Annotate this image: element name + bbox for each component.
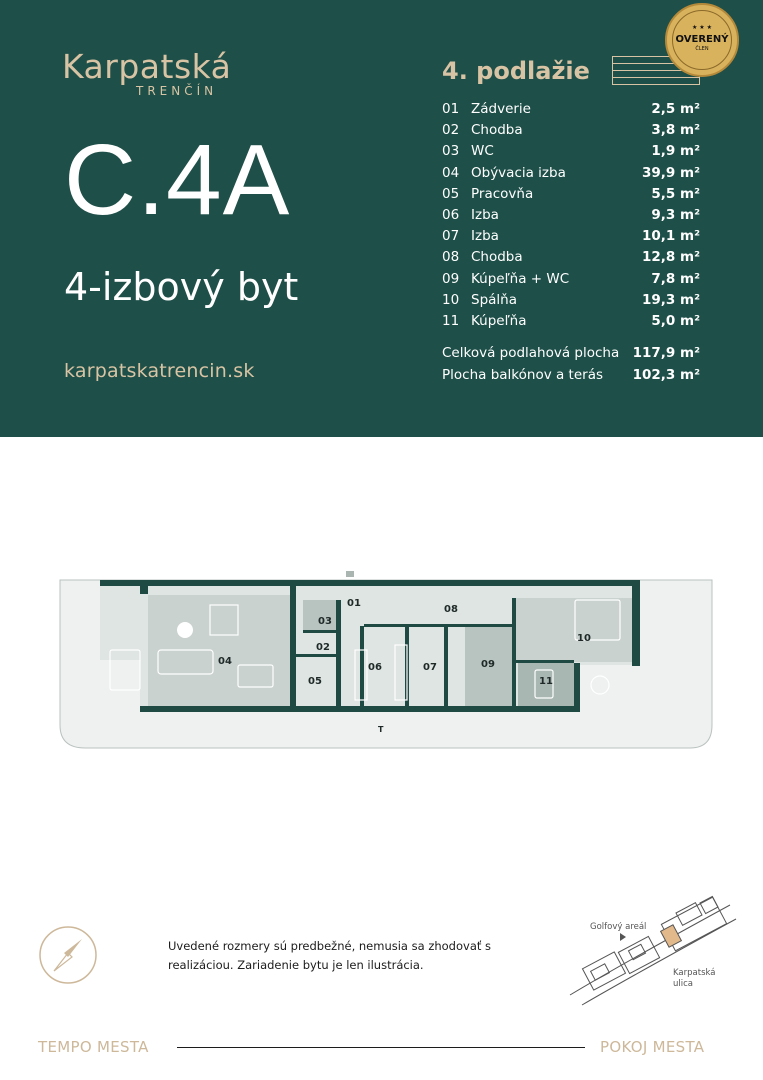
total-label: Plocha balkónov a terás	[442, 367, 603, 383]
room-row: 02 Chodba 3,8 m²	[442, 120, 700, 141]
plan-label-10: 10	[577, 633, 591, 644]
room-area: 5,5 m²	[651, 185, 700, 202]
badge-stars-icon: ★ ★ ★	[692, 24, 712, 31]
room-area: 19,3 m²	[642, 291, 700, 308]
brand-city: TRENČÍN	[136, 84, 218, 98]
room-name: Kúpeľňa + WC	[471, 270, 570, 287]
room-row: 01 Zádverie 2,5 m²	[442, 99, 700, 120]
room-row: 03 WC 1,9 m²	[442, 141, 700, 162]
room-number: 05	[442, 185, 460, 202]
plan-label-terrace: T	[378, 725, 384, 734]
brand-logo: Karpatská	[62, 47, 232, 86]
compass-icon	[39, 926, 97, 984]
badge-subtitle: ČLEN	[695, 46, 709, 52]
total-row: Celková podlahová plocha 117,9 m²	[442, 342, 700, 364]
header-panel: Karpatská TRENČÍN C.4A 4-izbový byt karp…	[0, 0, 763, 437]
plan-label-09: 09	[481, 659, 495, 670]
verified-member-badge: ★ ★ ★ OVERENÝ ČLEN	[665, 3, 739, 77]
room-area: 5,0 m²	[651, 312, 700, 329]
room-row: 10 Spálňa 19,3 m²	[442, 290, 700, 311]
site-map: Golfový areál Karpatská ulica	[560, 885, 740, 1015]
room-name: Chodba	[471, 249, 523, 266]
website-link[interactable]: karpatskatrencin.sk	[64, 360, 255, 382]
tagline-left: TEMPO MESTA	[38, 1038, 149, 1056]
living-room-floor	[148, 595, 290, 707]
room-row: 11 Kúpeľňa 5,0 m²	[442, 311, 700, 332]
room-area: 12,8 m²	[642, 249, 700, 266]
room-number: 07	[442, 228, 460, 245]
room-number: 08	[442, 249, 460, 266]
room-area: 7,8 m²	[651, 270, 700, 287]
room-row: 06 Izba 9,3 m²	[442, 205, 700, 226]
unit-code: C.4A	[64, 124, 291, 236]
plan-label-07: 07	[423, 662, 437, 673]
floor-title: 4. podlažie	[442, 57, 590, 85]
site-label-golf: Golfový areál	[590, 922, 647, 932]
room-name: Izba	[471, 228, 499, 245]
room-number: 03	[442, 143, 460, 160]
room-name: Kúpeľňa	[471, 312, 527, 329]
room-name: WC	[471, 143, 494, 160]
room-area: 2,5 m²	[651, 101, 700, 117]
floor-plan: 01 02 03 04 05 06 07 08 09 10 11 T	[59, 571, 713, 749]
plan-label-04: 04	[218, 656, 232, 667]
room-area: 39,9 m²	[642, 164, 700, 181]
room09-floor	[465, 626, 512, 706]
unit-type: 4-izbový byt	[64, 265, 299, 309]
total-area: 117,9 m²	[632, 345, 700, 361]
room-area: 10,1 m²	[642, 228, 700, 245]
total-label: Celková podlahová plocha	[442, 345, 620, 361]
room-number: 01	[442, 101, 460, 117]
room-name: Chodba	[471, 122, 523, 139]
room-area: 1,9 m²	[651, 143, 700, 160]
wc-floor	[303, 600, 336, 630]
plan-label-06: 06	[368, 662, 382, 673]
room-row: 05 Pracovňa 5,5 m²	[442, 184, 700, 205]
room-name: Spálňa	[471, 291, 517, 308]
footer-divider	[177, 1047, 585, 1048]
room-area: 9,3 m²	[651, 206, 700, 223]
room-name: Zádverie	[471, 101, 531, 117]
room-number: 02	[442, 122, 460, 139]
golf-arrow-icon	[620, 933, 626, 941]
room-row: 07 Izba 10,1 m²	[442, 226, 700, 247]
badge-title: OVERENÝ	[675, 34, 729, 45]
room-row: 09 Kúpeľňa + WC 7,8 m²	[442, 269, 700, 290]
room-row: 08 Chodba 12,8 m²	[442, 247, 700, 268]
badge-ring	[672, 10, 732, 70]
plan-label-03: 03	[318, 616, 332, 627]
total-area: 102,3 m²	[632, 367, 700, 383]
plan-label-01: 01	[347, 598, 361, 609]
room-number: 04	[442, 164, 460, 181]
room-row: 04 Obývacia izba 39,9 m²	[442, 163, 700, 184]
room-name: Obývacia izba	[471, 164, 566, 181]
room-area: 3,8 m²	[651, 122, 700, 139]
disclaimer-text: Uvedené rozmery sú predbežné, nemusia sa…	[168, 939, 492, 972]
entrance-marker-icon	[346, 571, 354, 577]
plan-label-08: 08	[444, 604, 458, 615]
total-row: Plocha balkónov a terás 102,3 m²	[442, 364, 700, 386]
room-number: 09	[442, 270, 460, 287]
plan-label-11: 11	[539, 676, 553, 687]
site-label-street-1: Karpatská	[673, 968, 716, 978]
room-number: 11	[442, 312, 460, 329]
site-map-drawing	[569, 895, 737, 1006]
room-name: Izba	[471, 206, 499, 223]
site-label-street-2: ulica	[673, 979, 693, 989]
furniture	[109, 599, 621, 701]
bedroom-floor	[515, 598, 633, 662]
room-number: 10	[442, 291, 460, 308]
room-name: Pracovňa	[471, 185, 534, 202]
plan-label-02: 02	[316, 642, 330, 653]
tagline-right: POKOJ MESTA	[600, 1038, 705, 1056]
plan-label-05: 05	[308, 676, 322, 687]
room-number: 06	[442, 206, 460, 223]
area-totals: Celková podlahová plocha 117,9 m² Plocha b…	[442, 342, 700, 386]
